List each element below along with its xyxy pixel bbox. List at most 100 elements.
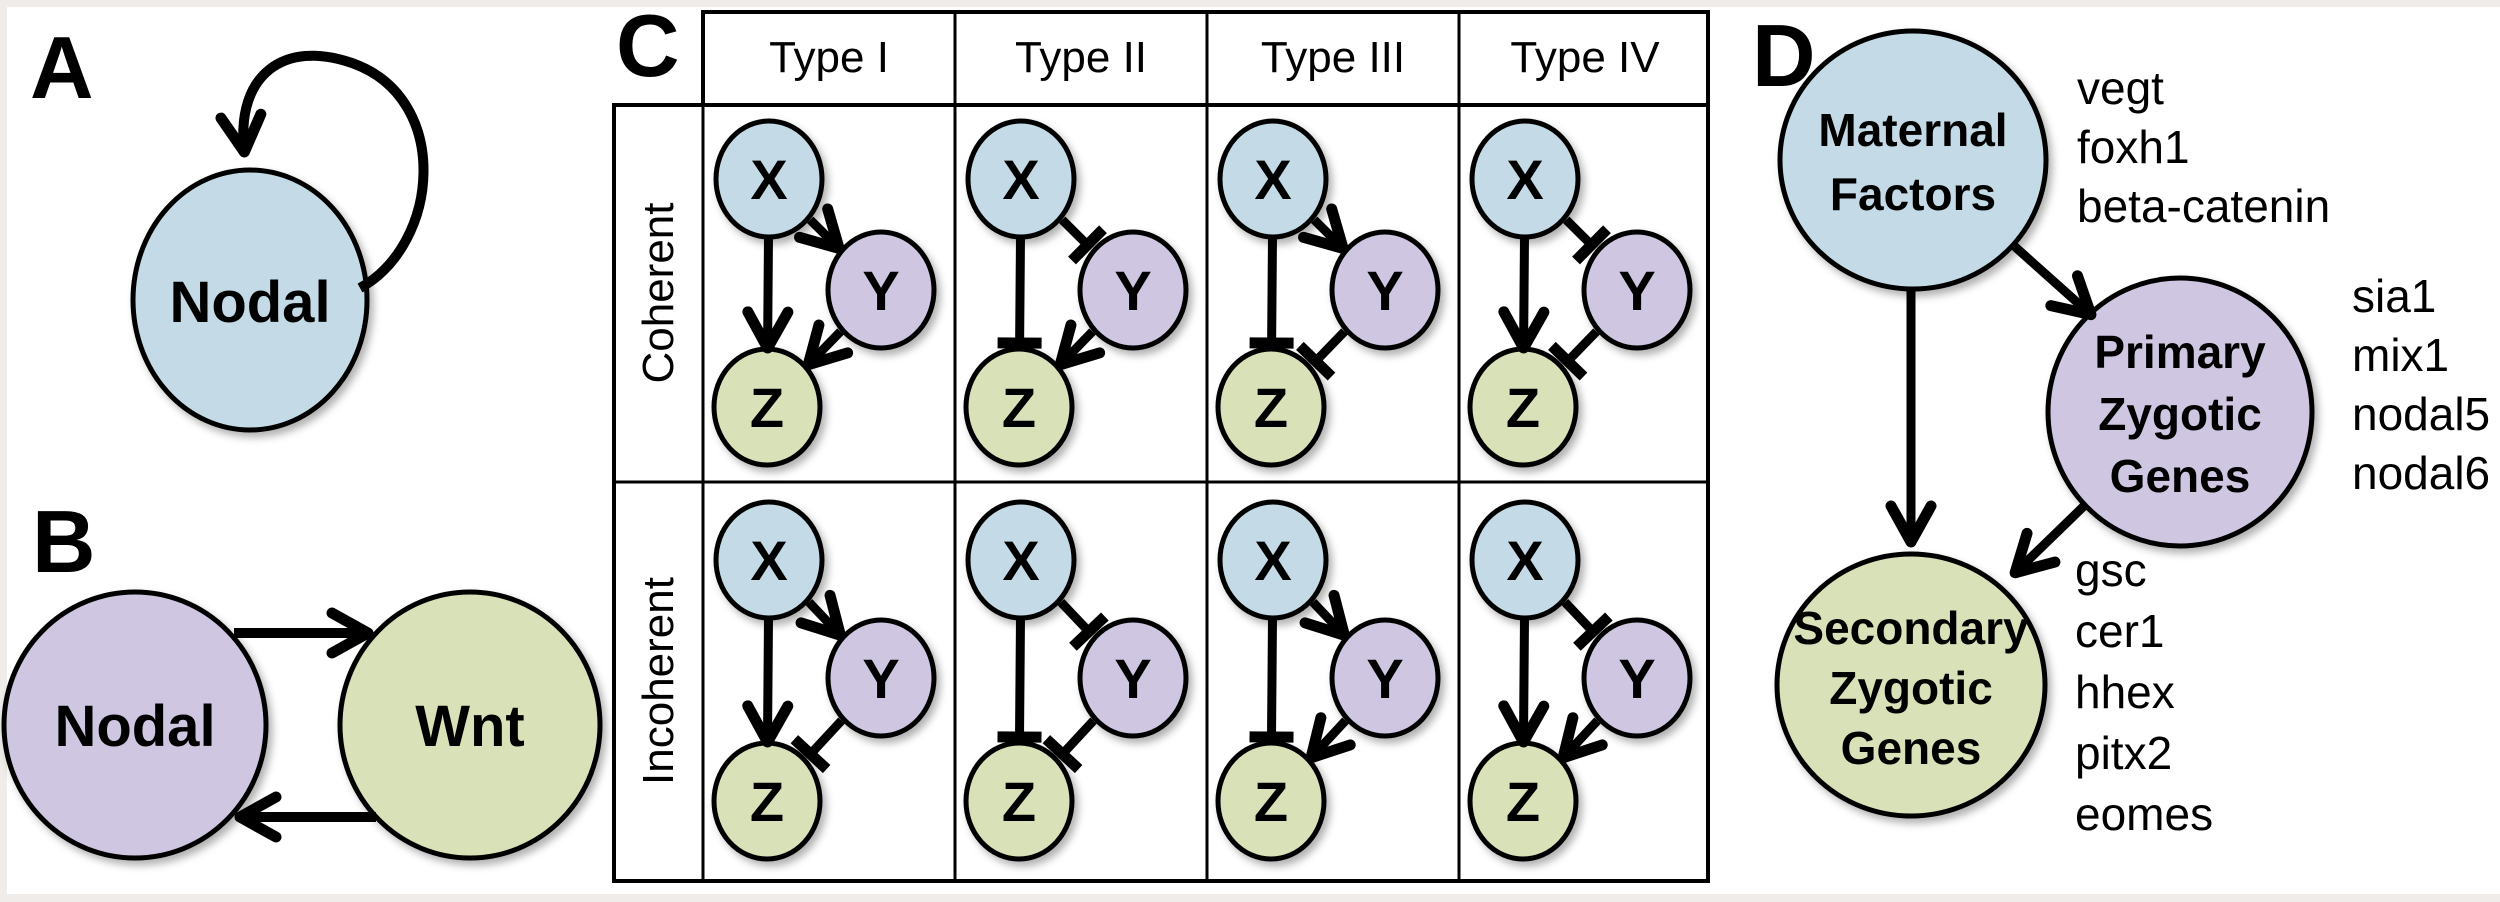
column-header-type-1: Type I	[769, 33, 889, 82]
secondary-zygotic-genes-node	[1774, 551, 2048, 819]
ffl-edge-y-to-z-activate	[1557, 712, 1608, 764]
nodal-self-loop-arrow	[215, 50, 429, 293]
ffl-edge-x-to-y-activate	[793, 203, 845, 255]
ffl-node-z-label: Z	[750, 770, 784, 833]
ffl-edge-x-to-y-activate	[1299, 589, 1350, 641]
wnt-node-label: Wnt	[415, 694, 525, 759]
ffl-node-y-label: Y	[1366, 647, 1403, 710]
row-label-incoherent: Incoherent	[634, 577, 683, 785]
ffl-edge-y-to-z-activate	[1054, 319, 1106, 371]
ffl-node-y	[825, 229, 937, 351]
ffl-edge-x-to-y-activate	[795, 589, 846, 641]
ffl-edge-x-to-y-inhibit	[1059, 216, 1107, 265]
ffl-edge-x-to-z-inhibit	[997, 236, 1042, 349]
ffl-incoherent-type-ii: X Y Z	[963, 499, 1189, 862]
nodal-autoregulation-label: Nodal	[169, 270, 330, 335]
ffl-node-y-label: Y	[1618, 259, 1655, 322]
ffl-edge-x-to-z-activate	[742, 617, 794, 748]
ffl-edge-x-to-z-activate	[742, 236, 794, 354]
ffl-incoherent-type-i: XYZ	[711, 499, 937, 862]
ffl-coherent-type-iii: X Y Z	[1215, 118, 1441, 468]
ffl-edge-y-to-z-inhibit	[790, 717, 845, 774]
ffl-edge-x-to-z-activate	[1498, 617, 1550, 748]
ffl-edge-x-to-z-inhibit	[1249, 617, 1294, 743]
ffl-node-y-label: Y	[862, 259, 899, 322]
ffl-node-x	[965, 118, 1077, 240]
ffl-node-z-label: Z	[1254, 770, 1288, 833]
ffl-coherent-type-iv: X Y Z	[1467, 118, 1693, 468]
ffl-node-x	[1217, 499, 1329, 621]
ffl-node-y	[1329, 229, 1441, 351]
panel-c: C Type I Type II Type III Type IV Cohere…	[612, 0, 1710, 883]
ffl-incoherent-type-iii: X Y Z	[1215, 499, 1441, 862]
ffl-edge-x-to-y-inhibit	[1057, 599, 1109, 651]
primary-to-secondary-arrow	[2009, 501, 2089, 579]
ffl-edge-x-to-z-inhibit	[1249, 236, 1294, 349]
ffl-node-y-label: Y	[1114, 647, 1151, 710]
nodal-autoregulation-node	[130, 167, 370, 433]
page-edge-bottom	[0, 894, 2500, 902]
ffl-coherent-type-ii: X Y Z	[963, 118, 1189, 468]
ffl-node-z-label: Z	[1254, 376, 1288, 439]
ffl-node-x	[1469, 118, 1581, 240]
panel-c-letter: C	[616, 0, 680, 95]
ffl-node-x-label: X	[1254, 148, 1291, 211]
ffl-node-z-label: Z	[1002, 770, 1036, 833]
ffl-node-y-label: Y	[1366, 259, 1403, 322]
panel-b: B Nodal Wnt	[1, 492, 603, 861]
ffl-node-z-label: Z	[1506, 770, 1540, 833]
ffl-node-x-label: X	[1506, 529, 1543, 592]
maternal-factors-node	[1777, 28, 2049, 292]
ffl-edge-x-to-y-inhibit	[1563, 216, 1611, 265]
table-body-frame	[612, 103, 1710, 883]
ffl-node-x-label: X	[1002, 148, 1039, 211]
ffl-node-y-label: Y	[1618, 647, 1655, 710]
ffl-edge-y-to-z-activate	[802, 319, 854, 371]
page-edge-left	[0, 0, 7, 902]
panel-a-letter: A	[30, 18, 94, 117]
ffl-node-x-label: X	[1002, 529, 1039, 592]
ffl-node-z-label: Z	[750, 376, 784, 439]
ffl-edge-x-to-y-inhibit	[1561, 599, 1613, 651]
ffl-node-x	[713, 499, 825, 621]
ffl-edge-x-to-y-activate	[1297, 203, 1349, 255]
ffl-node-y-label: Y	[1114, 259, 1151, 322]
ffl-edge-y-to-z-inhibit	[1548, 328, 1600, 381]
ffl-node-x-label: X	[1506, 148, 1543, 211]
column-header-type-4: Type IV	[1510, 33, 1660, 82]
wnt-node	[337, 589, 603, 861]
nodal-node-label: Nodal	[54, 694, 215, 759]
ffl-node-z	[963, 346, 1075, 468]
maternal-to-primary-arrow	[2010, 241, 2097, 321]
nodal-node	[1, 589, 269, 861]
ffl-node-x	[965, 499, 1077, 621]
ffl-node-x-label: X	[1254, 529, 1291, 592]
ffl-edge-y-to-z-inhibit	[1296, 328, 1348, 381]
ffl-node-x-label: X	[750, 148, 787, 211]
ffl-incoherent-type-iv: X Y Z	[1467, 499, 1693, 862]
panel-a: A Nodal	[30, 18, 429, 433]
ffl-node-z	[1215, 740, 1327, 862]
ffl-edge-x-to-z-inhibit	[997, 617, 1042, 743]
ffl-node-y	[1329, 617, 1441, 739]
ffl-node-z-label: Z	[1002, 376, 1036, 439]
ffl-edge-y-to-z-activate	[1305, 712, 1356, 764]
column-header-type-2: Type II	[1015, 33, 1147, 82]
ffl-node-y	[825, 617, 937, 739]
row-label-coherent: Coherent	[634, 202, 683, 383]
ffl-node-z-label: Z	[1506, 376, 1540, 439]
ffl-node-x	[1469, 499, 1581, 621]
ffl-coherent-type-i: X Y Z	[711, 118, 937, 468]
ffl-node-x-label: X	[750, 529, 787, 592]
ffl-edge-y-to-z-inhibit	[1042, 717, 1097, 774]
primary-zygotic-genes-node	[2045, 275, 2315, 549]
